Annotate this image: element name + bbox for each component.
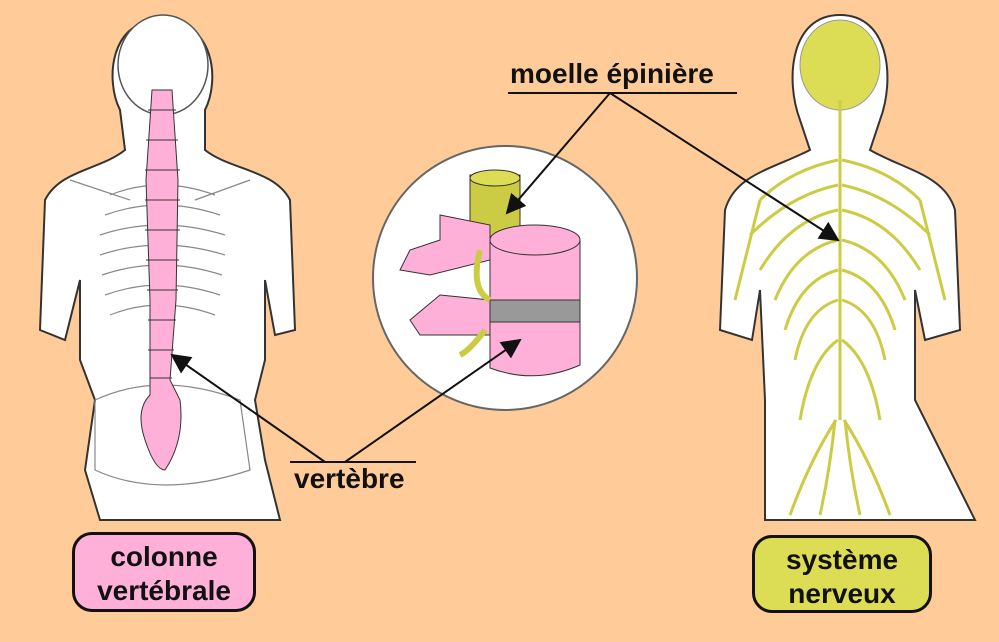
nervous-system-label-line1: système bbox=[785, 544, 899, 575]
nervous-system-label-box: système nerveux bbox=[752, 535, 932, 613]
vertebra-arrow-center bbox=[344, 338, 522, 463]
spinal-cord-arrow-right bbox=[609, 92, 840, 242]
spine-column bbox=[140, 89, 182, 471]
spinal-cord-arrow-center bbox=[505, 92, 611, 215]
leader-lines bbox=[170, 92, 840, 463]
spine-label-box: colonne vertébrale bbox=[72, 532, 256, 612]
nervous-system-figure bbox=[718, 13, 977, 521]
spinal-cord-label: moelle épinière bbox=[510, 58, 714, 89]
spine-label: colonne vertébrale bbox=[97, 541, 231, 606]
vertebra-label: vertèbre bbox=[294, 463, 405, 494]
vertebra-closeup bbox=[372, 145, 638, 411]
vertebra-arrow-left bbox=[170, 353, 326, 463]
nervous-system-label-line2: nerveux bbox=[788, 578, 896, 609]
